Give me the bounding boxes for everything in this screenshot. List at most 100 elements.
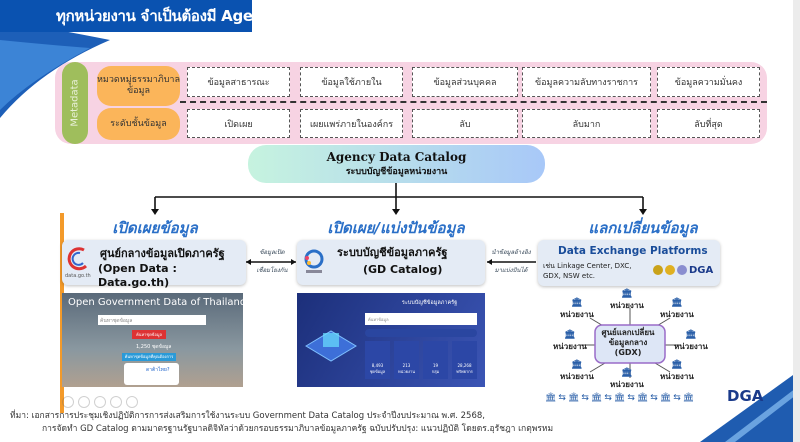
gd-catalog-card: ระบบบัญชีข้อมูลภาครัฐ (GD Catalog) [297, 240, 485, 285]
category-cell: ข้อมูลความลับทางราชการ [522, 67, 651, 97]
gdx-diagram [580, 308, 680, 378]
card-title: Data Exchange Platforms [558, 245, 708, 257]
promo-badge: ดาต้าไทย? [124, 363, 179, 385]
stat-label: ชุดข้อมูล [369, 369, 386, 374]
banner-link: ค้นหาชุดข้อมูลที่คุณต้องการ [122, 353, 176, 361]
section-heading-open: เปิดเผยข้อมูล [112, 219, 198, 237]
agency-node: 🏛 หน่วยงาน [610, 289, 644, 312]
agency-label: หน่วยงาน [560, 310, 594, 319]
row-label-classification: ระดับชั้นข้อมูล [97, 108, 180, 140]
agency-label: หน่วยงาน [660, 310, 694, 319]
catalog-subtitle: ระบบบัญชีข้อมูลหน่วยงาน [345, 167, 448, 177]
stat-label: ทรัพยากร [456, 369, 473, 374]
filter-bar [365, 329, 477, 337]
building-icon: 🏛 [671, 298, 683, 308]
category-cell: ข้อมูลสาธารณะ [187, 67, 290, 97]
agency-node: 🏛 หน่วยงาน [610, 368, 644, 391]
viewer-toolbar [62, 396, 138, 408]
level-cell: ลับที่สุด [657, 109, 760, 138]
connector-label: ข้อมูลเปิด [259, 249, 285, 256]
data-exchange-card: Data Exchange Platforms เช่น Linkage Cen… [538, 240, 720, 286]
building-icon: 🏛 [564, 330, 576, 340]
open-data-screenshot: Open Government Data of Thailand ค้นหาชุ… [62, 293, 243, 387]
category-cell: ข้อมูลส่วนบุคคล [412, 67, 518, 97]
card-title: ระบบบัญชีข้อมูลภาครัฐ [337, 246, 448, 259]
agency-node: 🏛 หน่วยงาน [560, 298, 594, 321]
zoom-icon[interactable] [110, 396, 122, 408]
connector-label: มาแบ่งปันได้ [494, 267, 528, 274]
catalog-title: Agency Data Catalog [326, 150, 467, 164]
card-subtitle: (Open Data : Data.go.th) [98, 262, 177, 290]
building-icon: 🏛 [685, 330, 697, 340]
data-go-th-logo-icon [67, 247, 88, 271]
slides-icon[interactable] [94, 396, 106, 408]
connector-label: เชื่อมโยงกัน [256, 267, 288, 274]
seal-icon [677, 265, 687, 275]
building-icon: 🏛 [621, 368, 633, 378]
dga-logo: DGA [727, 387, 764, 405]
category-cell: ข้อมูลใช้ภายใน [300, 67, 403, 97]
search-button: ค้นหาชุดข้อมูล [132, 330, 166, 339]
illustration-icon [305, 330, 357, 362]
agency-label: หน่วยงาน [610, 301, 644, 310]
stat-label: หน่วยงาน [398, 369, 415, 374]
stat-value: 8,493 [371, 363, 384, 368]
card-title: ศูนย์กลางข้อมูลเปิดภาครัฐ [100, 247, 225, 260]
level-cell: เปิดเผย [187, 109, 290, 138]
agency-label: หน่วยงาน [560, 372, 594, 381]
more-icon[interactable] [126, 396, 138, 408]
section-heading-exchange: แลกเปลี่ยนข้อมูล [588, 219, 698, 237]
divider [180, 101, 767, 103]
shot-title: Open Government Data of Thailand [68, 297, 243, 308]
agency-chain-icon: 🏛⇆🏛⇆🏛⇆🏛⇆🏛⇆🏛⇆🏛 [545, 393, 697, 403]
dga-logo: DGA [689, 265, 714, 276]
card-subtitle: เช่น Linkage Center, DXC, GDX, NSW etc. [543, 262, 632, 280]
stat-value: 28,268 [457, 363, 472, 368]
dataset-count: 1,250 ชุดข้อมูล [136, 344, 172, 350]
seal-icon [665, 265, 675, 275]
building-icon: 🏛 [621, 289, 633, 299]
agency-logos: DGA [653, 265, 713, 276]
row-label-category: หมวดหมู่ธรรมาภิบาลข้อมูล [97, 66, 180, 106]
agency-data-catalog-pill: Agency Data Catalog ระบบบัญชีข้อมูลหน่วย… [248, 145, 545, 183]
agency-label: หน่วยงาน [660, 372, 694, 381]
agency-node: 🏛 หน่วยงาน [660, 298, 694, 321]
agency-node: 🏛 หน่วยงาน [660, 360, 694, 383]
metadata-label: Metadata [62, 62, 88, 144]
search-input: ค้นหาข้อมูล [365, 313, 477, 325]
section-heading-share: เปิดเผย/แบ่งปันข้อมูล [327, 219, 465, 237]
building-icon: 🏛 [671, 360, 683, 370]
play-icon[interactable] [62, 396, 74, 408]
category-cell: ข้อมูลความมั่นคง [657, 67, 760, 97]
stat-value: 213 [402, 363, 411, 368]
stat-label: กลุ่ม [431, 369, 440, 374]
gdx-center: ศูนย์แลกเปลี่ยนข้อมูลกลาง (GDX) [601, 328, 655, 357]
level-cell: ลับ [412, 109, 518, 138]
agency-label: หน่วยงาน [610, 380, 644, 389]
agency-label: หน่วยงาน [674, 342, 708, 351]
agency-node: 🏛หน่วยงาน [553, 330, 587, 353]
agency-node: 🏛 หน่วยงาน [560, 360, 594, 383]
level-cell: ลับมาก [522, 109, 651, 138]
level-cell: เผยแพร่ภายในองค์กร [300, 109, 403, 138]
footnote-line: ที่มา: เอกสารการประชุมเชิงปฏิบัติการการส… [10, 411, 485, 421]
stat-value: 19 [432, 363, 439, 368]
agency-node: 🏛 หน่วยงาน [674, 330, 708, 353]
footnote-line: การจัดทำ GD Catalog ตามมาตรฐานรัฐบาลดิจิ… [42, 424, 554, 434]
seal-icon [653, 265, 663, 275]
building-icon: 🏛 [571, 360, 583, 370]
logo-text: data.go.th [65, 273, 91, 279]
gd-catalog-logo-icon [304, 249, 324, 273]
building-icon: 🏛 [571, 298, 583, 308]
pen-icon[interactable] [78, 396, 90, 408]
card-subtitle: (GD Catalog) [363, 263, 443, 276]
open-data-card: data.go.th ศูนย์กลางข้อมูลเปิดภาครัฐ (Op… [62, 240, 246, 289]
shot-title: ระบบบัญชีข้อมูลภาครัฐ [401, 300, 458, 306]
connector-label: นำข้อมูลอ้างอิง [491, 249, 531, 256]
